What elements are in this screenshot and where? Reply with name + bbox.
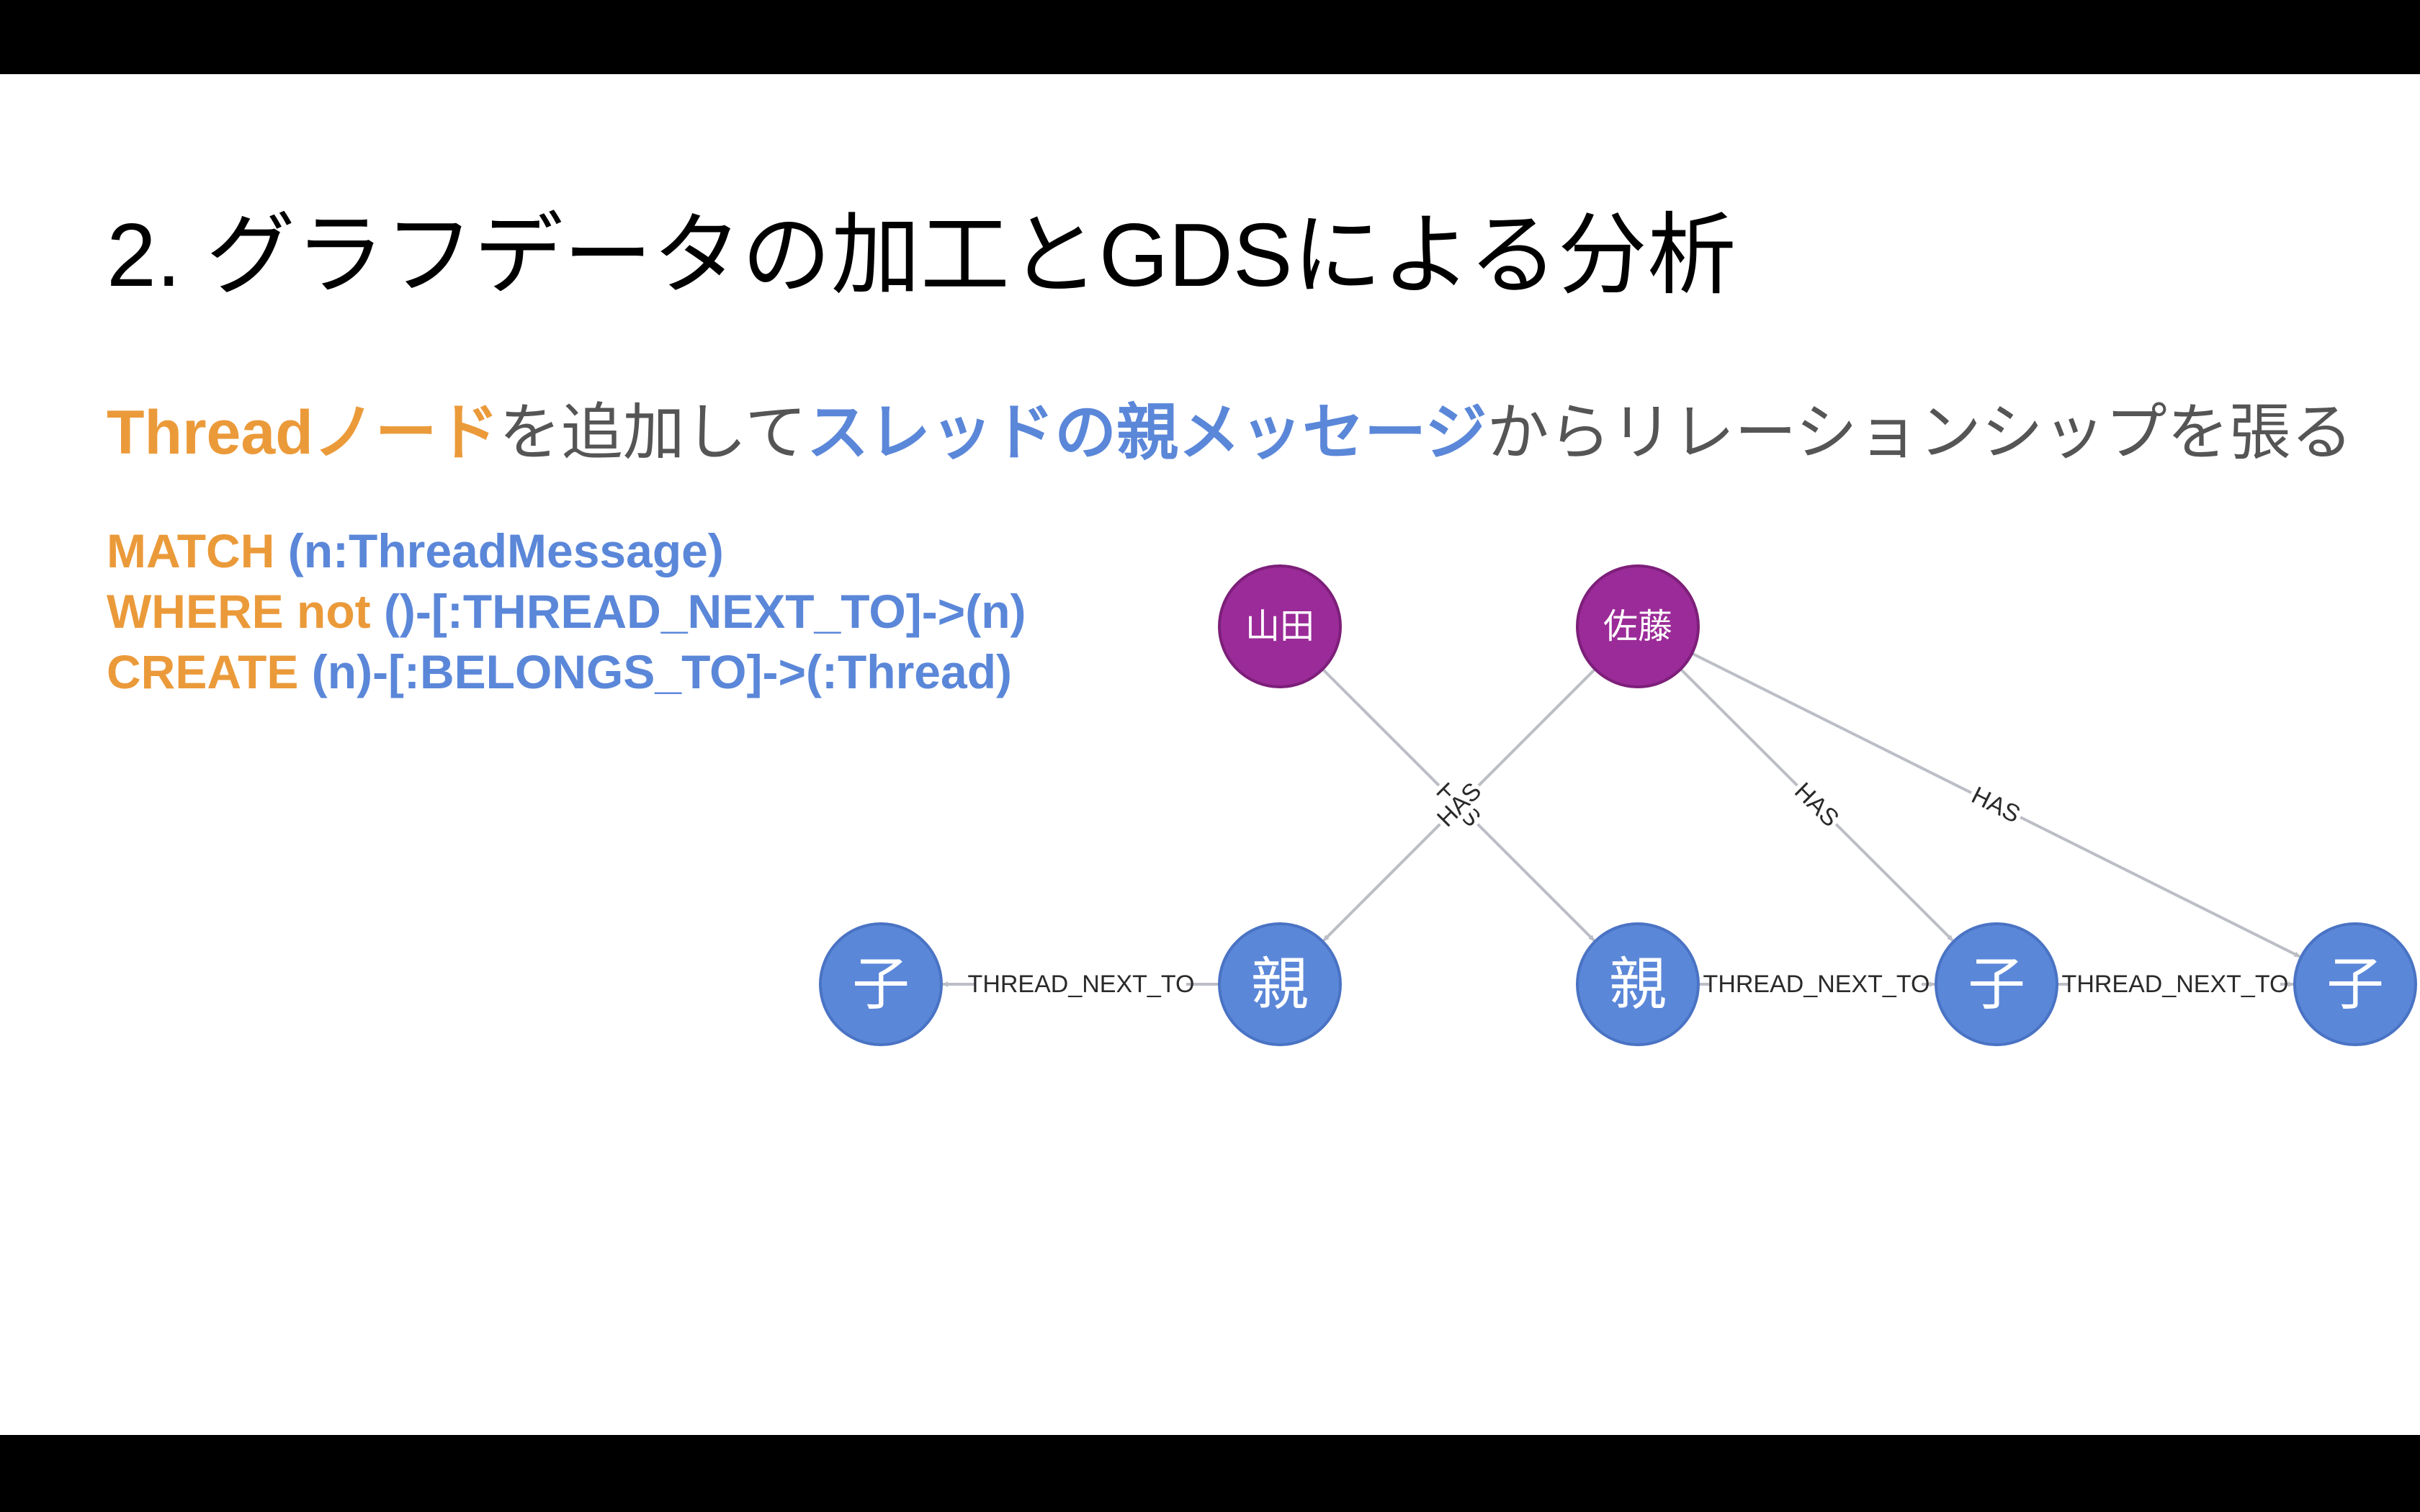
node-label: 親 [1251,951,1309,1018]
edge-label-background [1788,776,1845,834]
code-line-create: CREATE (n)-[:BELONGS_TO]->(:Thread) [107,642,1026,702]
user-node[interactable]: 山田 [1218,564,1342,688]
code-expression: (n:ThreadMessage) [274,524,724,577]
node-label: 山田 [1245,606,1314,647]
graph-edge: THREAD_NEXT_TO [2057,968,2294,1000]
code-line-match: MATCH (n:ThreadMessage) [107,521,1026,581]
edge-label: THREAD_NEXT_TO [2062,971,2289,998]
code-keyword: CREATE [107,645,299,698]
node-circle[interactable] [1218,564,1342,688]
graph-nodes: 山田 佐藤子 親 親 子 子 [819,564,2417,1046]
message-node[interactable]: 子 [1935,922,2058,1046]
graph-edge: HAS [1680,667,1954,942]
graph-edge: THREAD_NEXT_TO [1698,968,1935,1000]
node-circle[interactable] [1576,564,1700,688]
graph-edge: THREAD_NEXT_TO [942,968,1219,1000]
user-node[interactable]: 佐藤 [1576,564,1700,688]
node-label: 佐藤 [1603,606,1672,647]
node-circle[interactable] [819,922,943,1046]
graph-diagram: HASHASHASHASTHREAD_NEXT_TOTHREAD_NEXT_TO… [819,564,2417,1046]
graph-edges: HASHASHASHASTHREAD_NEXT_TOTHREAD_NEXT_TO… [942,652,2300,1000]
edge-label-background [1711,968,1922,1000]
node-circle[interactable] [1218,922,1342,1046]
edge-label-background [2070,968,2280,1000]
node-label: 子 [2326,951,2384,1018]
node-label: 親 [1609,951,1667,1018]
node-circle[interactable] [1576,922,1700,1046]
edge-label-background [1966,780,2027,829]
edge-label: THREAD_NEXT_TO [1703,971,1930,998]
letterbox-top [0,0,2420,74]
edge-label-background [1430,776,1488,834]
message-node[interactable]: 子 [819,922,943,1046]
edge-label: THREAD_NEXT_TO [968,971,1195,998]
node-circle[interactable] [2293,922,2417,1046]
slide: 2. グラフデータの加工とGDSによる分析 Threadノードを追加してスレッド… [0,74,2420,1435]
subtitle-parent-message: スレッドの親メッセージ [807,398,1487,467]
node-circle[interactable] [1935,922,2058,1046]
message-node[interactable]: 子 [2293,922,2417,1046]
slide-title: 2. グラフデータの加工とGDSによる分析 [107,206,1736,305]
node-label: 子 [852,951,910,1018]
code-keyword: MATCH [107,524,275,577]
code-keyword: WHERE not [107,585,371,638]
code-expression: ()-[:THREAD_NEXT_TO]->(n) [370,585,1026,638]
node-label: 子 [1968,951,2025,1018]
subtitle-text-2: からリレーションシップを張る [1487,398,2353,467]
graph-edge: HAS [1691,652,2300,958]
subtitle-text-1: を追加して [498,398,807,467]
message-node[interactable]: 親 [1576,922,1700,1046]
slide-subtitle: Threadノードを追加してスレッドの親メッセージからリレーションシップを張る [107,402,2353,464]
subtitle-thread-node: Threadノード [107,398,499,467]
edge-label-background [976,968,1186,1000]
code-expression: (n)-[:BELONGS_TO]->(:Thread) [298,645,1013,698]
message-node[interactable]: 親 [1218,922,1342,1046]
letterbox-bottom [0,1435,2420,1512]
cypher-query: MATCH (n:ThreadMessage) WHERE not ()-[:T… [107,521,1026,702]
code-line-where: WHERE not ()-[:THREAD_NEXT_TO]->(n) [107,581,1026,642]
